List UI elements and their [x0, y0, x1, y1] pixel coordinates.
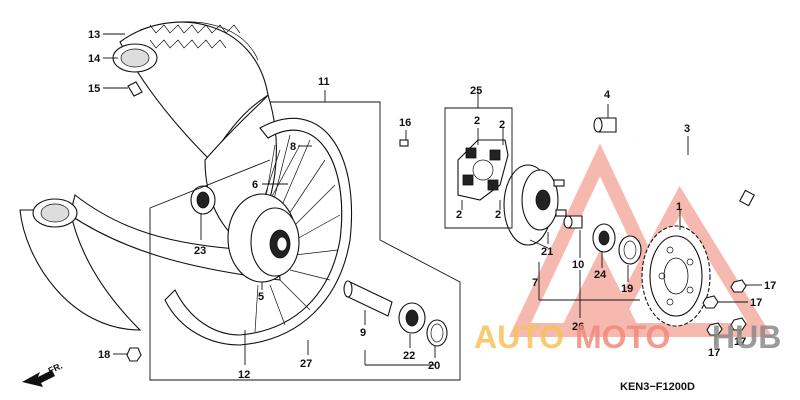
callout-16: 16 — [399, 117, 411, 129]
diagram-code: KEN3−F1200D — [620, 381, 695, 393]
callout-22: 22 — [403, 350, 415, 362]
callout-15: 15 — [88, 83, 100, 95]
callout-17a: 17 — [764, 280, 776, 292]
rear-axle — [635, 138, 755, 207]
inner-tube — [32, 43, 158, 228]
callout-9: 9 — [360, 327, 366, 339]
callout-19: 19 — [621, 283, 633, 295]
driven-sprocket — [641, 225, 711, 327]
callout-6: 6 — [252, 179, 258, 191]
callout-25: 25 — [470, 85, 482, 97]
collar-10 — [563, 215, 583, 229]
wheel-damper — [457, 139, 509, 201]
distance-collar — [343, 280, 393, 317]
sprocket-nuts — [702, 279, 747, 336]
callouts: 13 14 15 11 8 6 23 5 9 22 20 27 12 18 16… — [88, 29, 776, 381]
callout-2b: 2 — [499, 119, 505, 131]
axle-collar — [593, 117, 617, 133]
group-frames — [149, 90, 513, 381]
bearing-24 — [592, 223, 616, 253]
callout-11: 11 — [318, 76, 330, 88]
callout-17b: 17 — [750, 297, 762, 309]
callout-10: 10 — [572, 259, 584, 271]
rim-band — [127, 81, 143, 97]
callout-18: 18 — [98, 349, 110, 361]
callout-1: 1 — [676, 201, 682, 213]
leader-lines — [103, 33, 762, 366]
watermark-hub: HUB — [712, 319, 781, 355]
callout-3: 3 — [684, 123, 690, 135]
callout-23: 23 — [194, 245, 206, 257]
watermark-moto: MOTO — [575, 319, 670, 355]
callout-8: 8 — [290, 141, 296, 153]
watermark-auto: AUTO — [474, 319, 564, 355]
callout-2c: 2 — [456, 209, 462, 221]
callout-5: 5 — [258, 291, 264, 303]
callout-12: 12 — [238, 369, 250, 381]
callout-26: 26 — [572, 321, 584, 333]
bearing-23 — [190, 185, 216, 215]
wheel-rim — [164, 117, 353, 346]
callout-27: 27 — [300, 358, 312, 370]
callout-13: 13 — [88, 29, 100, 41]
callout-2d: 2 — [495, 209, 501, 221]
stud-bolt — [529, 239, 549, 249]
callout-2a: 2 — [474, 115, 480, 127]
callout-20: 20 — [428, 360, 440, 372]
rim-nut — [126, 347, 142, 362]
oil-seal-19 — [618, 235, 642, 265]
callout-24: 24 — [594, 269, 607, 281]
callout-17c: 17 — [708, 347, 720, 359]
callout-17d: 17 — [734, 336, 746, 348]
bearing-22 — [398, 302, 426, 334]
front-direction-arrow: FR. — [22, 361, 64, 387]
wheel-hub — [227, 193, 300, 283]
watermark-text: AUTO MOTO HUB — [474, 319, 781, 355]
direction-label: FR. — [47, 361, 64, 376]
callout-14: 14 — [88, 53, 101, 65]
callout-7: 7 — [532, 277, 538, 289]
callout-4: 4 — [604, 89, 611, 101]
callout-21: 21 — [541, 246, 553, 258]
driven-flange — [503, 164, 567, 246]
oil-seal — [426, 319, 448, 347]
small-screw — [399, 139, 409, 147]
